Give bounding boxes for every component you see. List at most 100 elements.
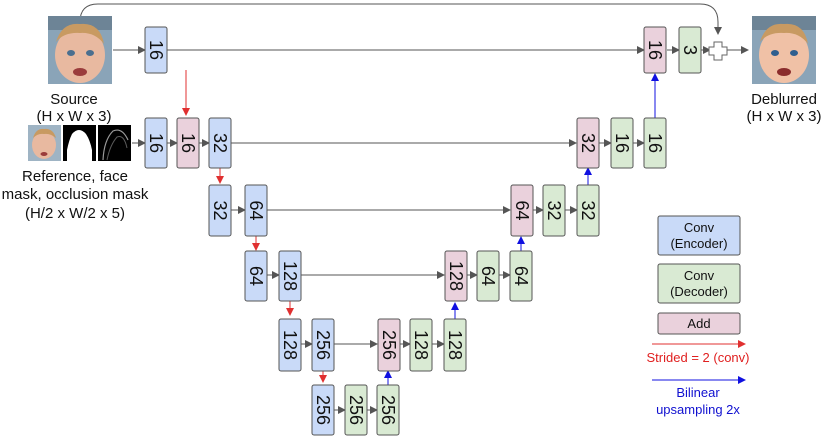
- block-add-256-l4: 256: [377, 318, 401, 372]
- block-dec-256-l5a: 256: [344, 384, 368, 436]
- deblurred-label: Deblurred (H x W x 3): [747, 91, 822, 125]
- block-decoder-rect: [610, 117, 634, 169]
- source-image: [48, 16, 112, 84]
- block-dec-128-l4a: 128: [409, 318, 433, 372]
- block-add-rect: [643, 26, 667, 74]
- block-dec-128-l4b: 128: [443, 318, 467, 372]
- block-label: 16: [146, 40, 166, 60]
- block-dec-32-l2a: 32: [542, 184, 566, 237]
- block-decoder-rect: [542, 184, 566, 237]
- block-label: 16: [178, 133, 198, 153]
- block-add-128-l3: 128: [444, 250, 468, 302]
- block-label: 256: [313, 330, 333, 360]
- block-dec-32-l2b: 32: [576, 184, 600, 237]
- block-enc-128-l4: 128: [278, 318, 302, 372]
- block-add-rect: [377, 318, 401, 372]
- reference-label-line3: (H/2 x W/2 x 5): [25, 205, 125, 222]
- block-label: 128: [280, 330, 300, 360]
- source-label-line2: (H x W x 3): [37, 108, 112, 125]
- block-add-64-l2: 64: [510, 184, 534, 237]
- face-photo-icon: [28, 125, 61, 161]
- block-label: 128: [446, 261, 466, 291]
- block-dec-64-l3a: 64: [476, 250, 500, 302]
- block-encoder-rect: [144, 26, 168, 74]
- legend-encoder-swatch: [657, 215, 741, 256]
- block-label: 64: [246, 200, 266, 220]
- block-add-rect: [510, 184, 534, 237]
- block-decoder-rect: [576, 184, 600, 237]
- legend-decoder-line1: Conv: [684, 268, 715, 283]
- legend-add-swatch: [657, 312, 741, 335]
- block-label: 32: [578, 200, 598, 220]
- legend-decoder-line2: (Decoder): [670, 284, 728, 299]
- block-enc-64-l2: 64: [244, 184, 268, 237]
- legend-encoder-line2: (Encoder): [670, 236, 727, 251]
- block-dec-256-l5b: 256: [376, 384, 400, 436]
- block-label: 32: [210, 133, 230, 153]
- block-add-16-l1: 16: [176, 117, 200, 169]
- block-decoder-rect: [678, 26, 702, 74]
- deblurred-label-line1: Deblurred: [751, 91, 817, 108]
- block-decoder-rect: [476, 250, 500, 302]
- legend-bilinear-line1: Bilinear: [676, 385, 720, 400]
- block-add-rect: [444, 250, 468, 302]
- reference-label-line2: mask, occlusion mask: [2, 186, 149, 203]
- legend-bilinear-line2: upsampling 2x: [656, 402, 740, 417]
- block-enc-256-l5: 256: [311, 384, 335, 436]
- block-encoder-rect: [144, 117, 168, 169]
- reference-label: Reference, face mask, occlusion mask (H/…: [2, 168, 149, 222]
- block-label: 128: [411, 330, 431, 360]
- block-add-32-l1: 32: [576, 117, 600, 169]
- block-label: 64: [511, 266, 531, 286]
- block-enc-16-l1: 16: [144, 117, 168, 169]
- block-encoder-rect: [244, 184, 268, 237]
- block-label: 256: [346, 395, 366, 425]
- block-dec-16-l1a: 16: [610, 117, 634, 169]
- plus-icon: [708, 41, 728, 61]
- connections: [79, 3, 749, 414]
- block-encoder-rect: [244, 250, 268, 302]
- block-decoder-rect: [344, 384, 368, 436]
- legend: Conv (Encoder) Conv (Decoder) Add Stride…: [647, 215, 750, 417]
- block-label: 32: [544, 200, 564, 220]
- block-decoder-rect: [643, 117, 667, 169]
- block-add-16-top: 16: [643, 26, 667, 74]
- block-decoder-rect: [443, 318, 467, 372]
- legend-add-label: Add: [687, 316, 710, 331]
- deblurred-label-line2: (H x W x 3): [747, 108, 822, 125]
- legend-decoder-swatch: [657, 263, 741, 304]
- block-label: 16: [146, 133, 166, 153]
- block-add-rect: [176, 117, 200, 169]
- top-bypass-connection: [79, 3, 722, 35]
- block-label: 256: [313, 395, 333, 425]
- block-decoder-rect: [509, 250, 533, 302]
- block-encoder-rect: [278, 250, 302, 302]
- legend-strided-label: Strided = 2 (conv): [647, 350, 750, 365]
- block-label: 32: [210, 200, 230, 220]
- occlusion-mask-icon: [98, 125, 131, 161]
- block-encoder-rect: [208, 184, 232, 237]
- legend-encoder-line1: Conv: [684, 220, 715, 235]
- block-add-rect: [576, 117, 600, 169]
- block-label: 3: [680, 45, 700, 55]
- block-label: 64: [246, 266, 266, 286]
- block-encoder-rect: [208, 117, 232, 169]
- block-label: 64: [478, 266, 498, 286]
- block-decoder-rect: [409, 318, 433, 372]
- block-enc-32-l2: 32: [208, 184, 232, 237]
- block-label: 128: [280, 261, 300, 291]
- block-dec-64-l3b: 64: [509, 250, 533, 302]
- block-enc-256-l4: 256: [311, 318, 335, 372]
- block-enc-128-l3: 128: [278, 250, 302, 302]
- block-enc-64-l3: 64: [244, 250, 268, 302]
- deblurred-image: [752, 16, 816, 84]
- block-label: 16: [645, 133, 665, 153]
- block-label: 256: [379, 330, 399, 360]
- block-decoder-rect: [376, 384, 400, 436]
- block-encoder-rect: [278, 318, 302, 372]
- block-label: 64: [512, 200, 532, 220]
- block-encoder-rect: [311, 318, 335, 372]
